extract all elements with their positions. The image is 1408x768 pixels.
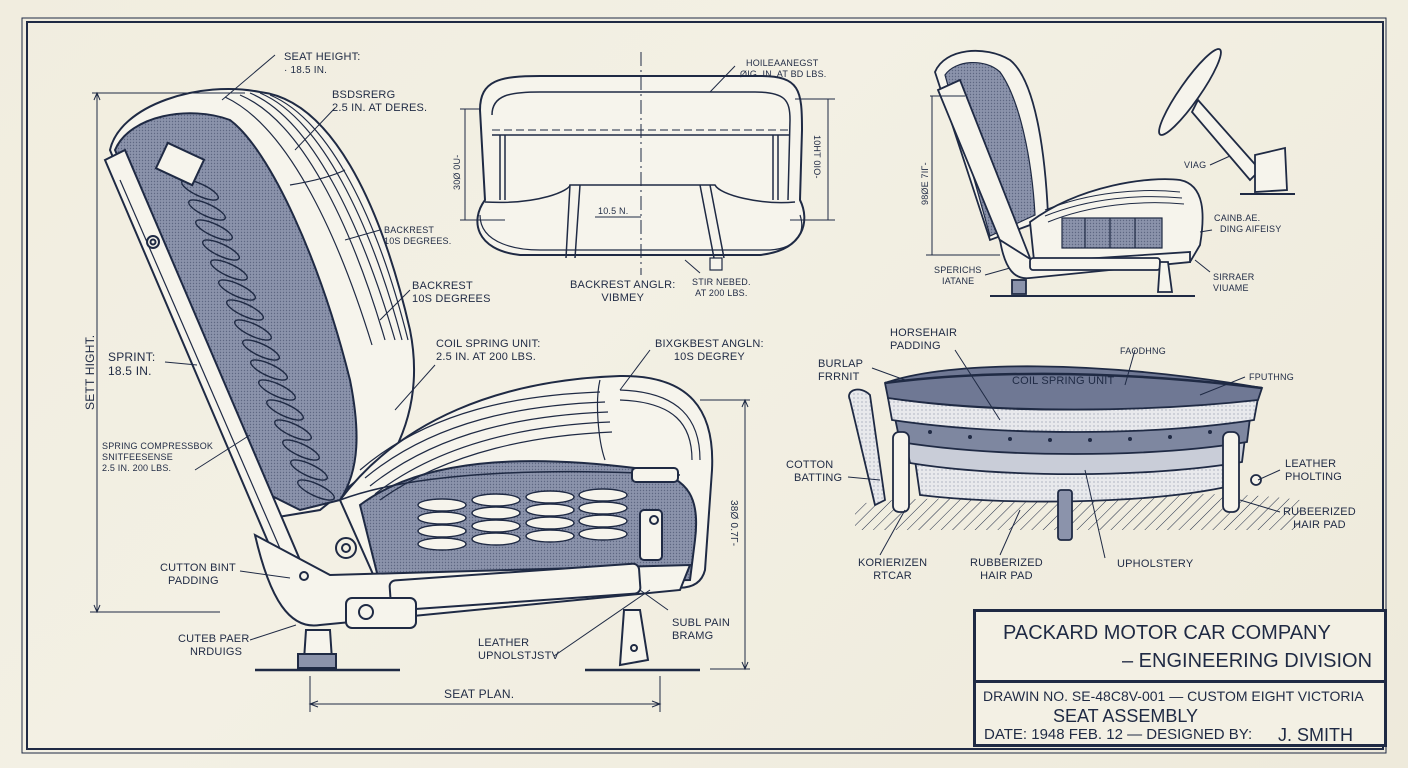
label-fputhng: FPUTHNG bbox=[1249, 372, 1294, 382]
label-seat-plan: SEAT PLAN. bbox=[444, 687, 515, 701]
label-seat-height-vertical: SETT HIGHT. bbox=[83, 334, 97, 410]
front-view-outline bbox=[476, 75, 806, 256]
label-vag: VIAG bbox=[1184, 160, 1207, 170]
label-cainb: CAINB.AE.DING AIFEISY bbox=[1214, 213, 1282, 234]
label-main-dim-right: 38Ø 0.7Γ- bbox=[728, 500, 739, 547]
inner-border bbox=[26, 21, 1384, 750]
date-designed-by: DATE: 1948 FEB. 12 — DESIGNED BY: bbox=[984, 726, 1253, 743]
batting-dots bbox=[928, 430, 1212, 442]
label-coil-spring-unit: COIL SPRING UNIT:2.5 IN. AT 200 LBS. bbox=[436, 338, 541, 363]
steering-column bbox=[1190, 98, 1262, 182]
front-view bbox=[476, 75, 806, 271]
label-width-dim: 10.5 N. bbox=[598, 206, 629, 216]
backrest-ribs bbox=[224, 92, 409, 346]
cross-section-leaders bbox=[847, 349, 1281, 559]
main-seat-side-view bbox=[103, 88, 714, 672]
main-view-dimensions bbox=[90, 54, 750, 712]
small-side-view bbox=[934, 48, 1295, 297]
label-faodhng: FAODHNG bbox=[1120, 346, 1166, 356]
label-stir-need: STIR NEBED.AT 200 LBS. bbox=[692, 277, 751, 298]
cushion-cross-section bbox=[848, 365, 1300, 541]
label-upholstery: UPHOLSTERY bbox=[1117, 558, 1194, 570]
label-small-dim: 98ØE 7IΓ- bbox=[920, 162, 930, 205]
center-post bbox=[1057, 489, 1073, 541]
drawing-number: DRAWIN NO. SE-48C8V-001 — CUSTOM EIGHT V… bbox=[983, 688, 1364, 704]
label-front-backrest-angle: BACKREST ANGLR:VIBMEY bbox=[570, 279, 676, 304]
top-cover-layer bbox=[883, 365, 1264, 411]
title-block: PACKARD MOTOR CAR COMPANY – ENGINEERING … bbox=[973, 609, 1387, 747]
label-coil-spring-unit-section: COIL SPRING UNIT bbox=[1012, 375, 1115, 387]
drawing-title: SEAT ASSEMBLY bbox=[1053, 706, 1199, 726]
title-block-header: PACKARD MOTOR CAR COMPANY – ENGINEERING … bbox=[976, 612, 1384, 683]
ground-hatch bbox=[855, 494, 1300, 530]
backrest-coil-springs bbox=[180, 179, 336, 501]
left-bracket bbox=[848, 388, 886, 507]
label-backrest-angle: BIXGKBEST ANGLN:10S DEGREY bbox=[655, 338, 764, 363]
seat-coil-springs bbox=[417, 488, 628, 551]
steering-wheel bbox=[1158, 48, 1222, 136]
company-name: PACKARD MOTOR CAR COMPANY bbox=[1003, 622, 1331, 644]
hinge-bracket bbox=[154, 141, 206, 187]
outer-border bbox=[21, 17, 1387, 754]
division-name: – ENGINEERING DIVISION bbox=[1122, 650, 1373, 672]
slide-rail bbox=[388, 562, 642, 612]
label-front-dim-right: 10HT 0IO- bbox=[812, 135, 822, 179]
designer-name: J. SMITH bbox=[1278, 725, 1353, 745]
label-seat-height: SEAT HEIGHT:· 18.5 IN. bbox=[284, 51, 361, 76]
small-view-dimensions bbox=[926, 95, 1231, 276]
front-leg bbox=[618, 609, 650, 667]
label-front-dim-left: 30Ø 0U- bbox=[452, 154, 462, 190]
label-sprint: SPRINT:18.5 IN. bbox=[108, 350, 156, 378]
front-view-dimensions bbox=[460, 52, 835, 275]
